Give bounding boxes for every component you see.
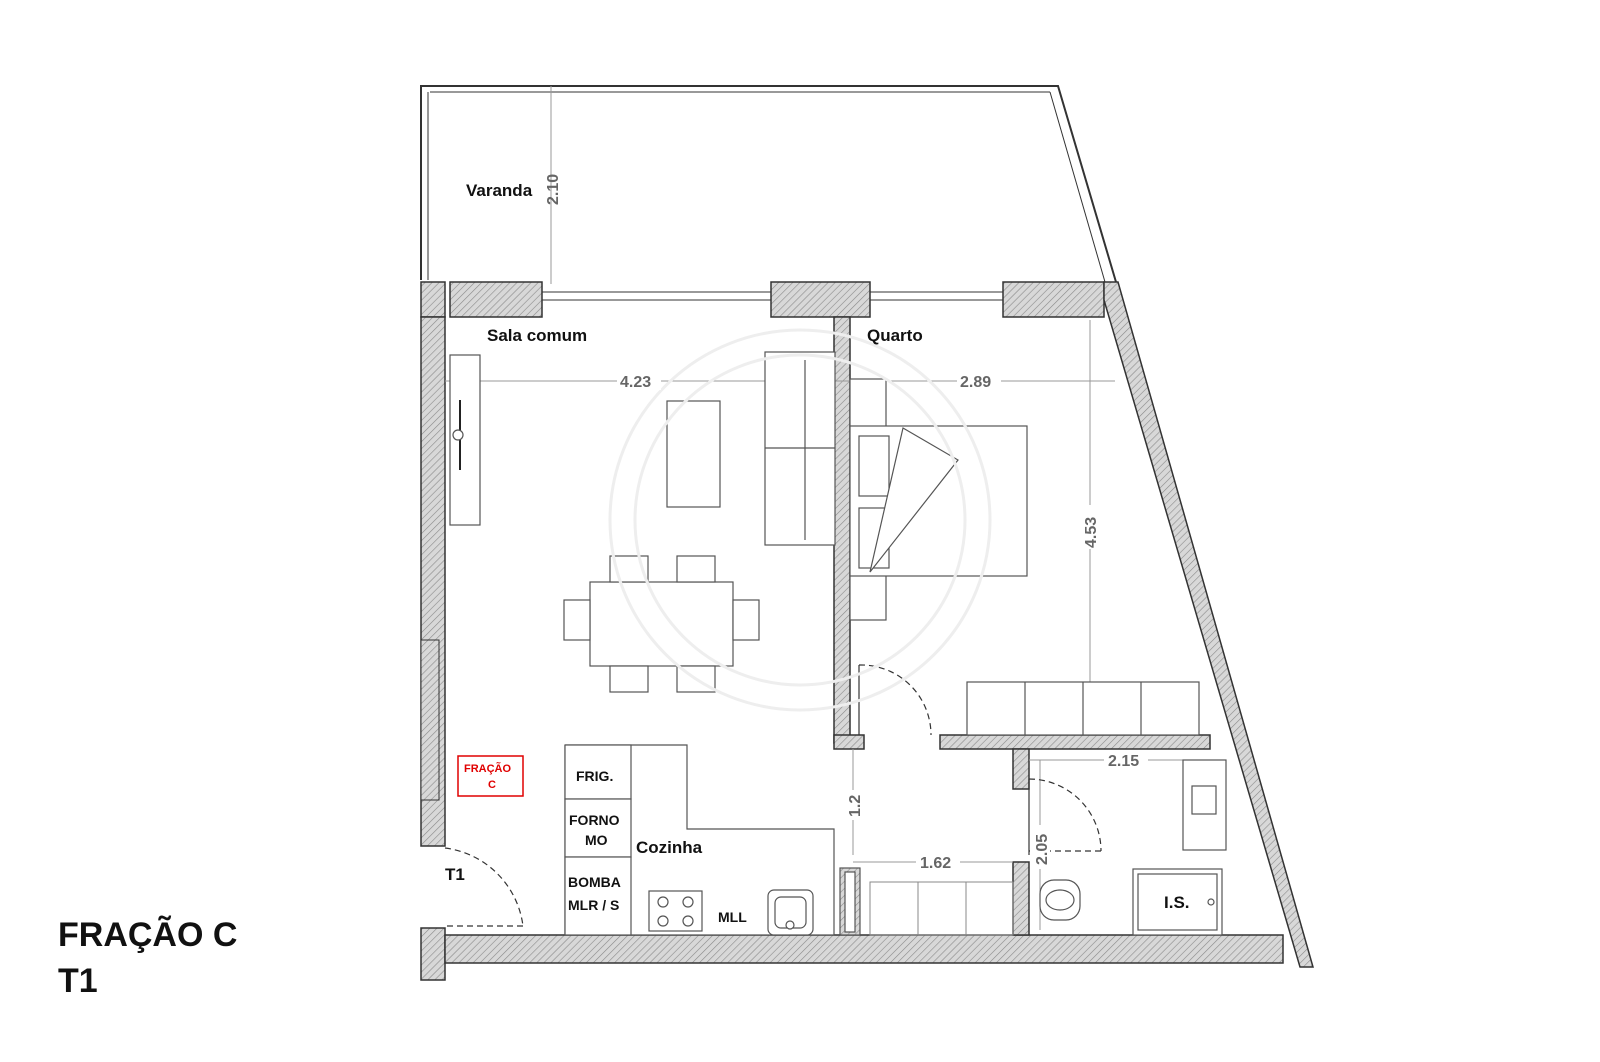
room-label-cozinha: Cozinha — [636, 838, 703, 857]
appliance-mll: MLL — [718, 909, 747, 925]
hall-storage — [869, 881, 1014, 936]
windows — [420, 291, 1003, 801]
appliance-bomba: BOMBA — [568, 874, 621, 890]
dim-is-width: 2.15 — [1108, 753, 1139, 770]
appliance-forno: FORNO — [569, 812, 620, 828]
dim-quarto-width: 2.89 — [960, 374, 991, 391]
dim-varanda-depth: 2.10 — [545, 174, 562, 205]
dim-hall-depth: 1.2 — [847, 795, 864, 817]
balcony — [420, 85, 1117, 284]
dim-is-depth: 2.05 — [1034, 834, 1051, 865]
bathroom-fixtures — [1039, 759, 1227, 936]
living-furniture — [449, 351, 836, 693]
dim-sala-width: 4.23 — [620, 374, 651, 391]
watermark — [608, 328, 992, 712]
fracao-stamp — [457, 755, 524, 797]
room-label-varanda: Varanda — [466, 181, 533, 200]
appliance-mlr: MLR / S — [568, 897, 619, 913]
stamp-line2: C — [488, 779, 496, 791]
caption-title: FRAÇÃO C — [58, 916, 238, 954]
caption-type: T1 — [58, 962, 98, 1000]
caption: FRAÇÃO C T1 — [58, 912, 237, 1004]
room-label-sala: Sala comum — [487, 326, 587, 345]
kitchen-units — [564, 744, 861, 936]
walls — [420, 281, 1314, 981]
dim-hall-width: 1.62 — [920, 855, 951, 872]
room-label-is: I.S. — [1164, 893, 1190, 912]
appliance-mo: MO — [585, 832, 608, 848]
stamp-line1: FRAÇÃO — [464, 762, 511, 775]
dim-quarto-depth: 4.53 — [1083, 517, 1100, 548]
entrance-label: T1 — [445, 865, 465, 884]
bedroom-furniture — [849, 378, 1200, 736]
appliance-frig: FRIG. — [576, 768, 613, 784]
room-label-quarto: Quarto — [867, 326, 923, 345]
